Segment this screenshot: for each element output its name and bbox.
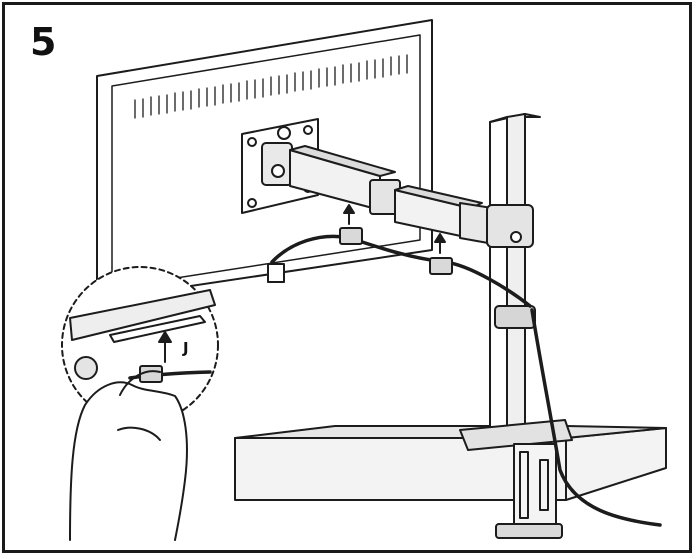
monitor-arm [261, 142, 506, 247]
detail-magnifier [61, 266, 219, 424]
hand [69, 370, 188, 541]
step-number: 5 [30, 20, 56, 64]
monitor-vents [134, 54, 408, 119]
pole [486, 113, 541, 431]
desk-clamp [459, 419, 573, 539]
desk [234, 425, 667, 501]
pole-cable-clip [494, 305, 536, 329]
arm-cable-clips [267, 204, 453, 283]
cables [270, 234, 662, 527]
callout-label: J [183, 339, 189, 357]
